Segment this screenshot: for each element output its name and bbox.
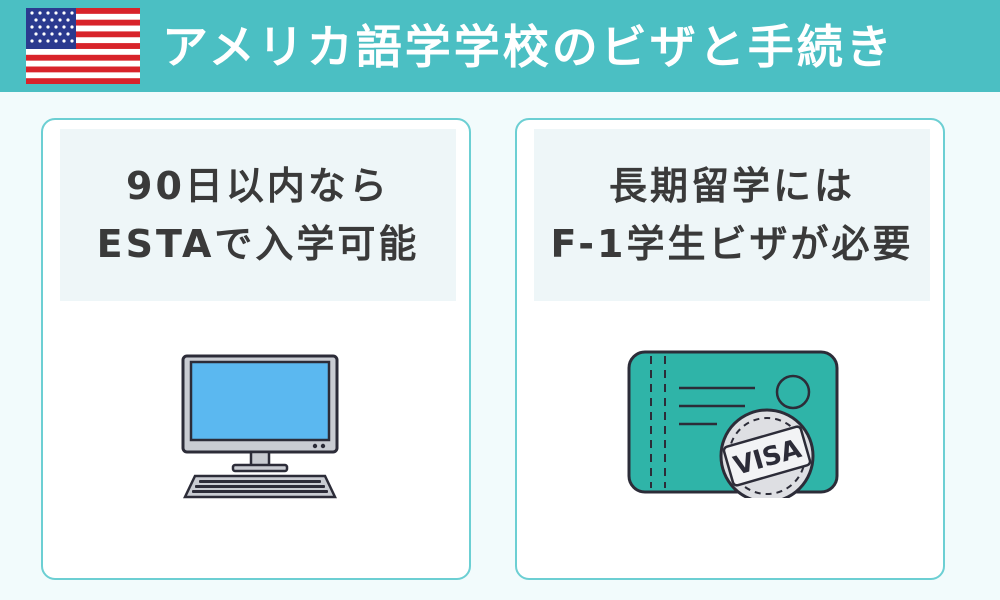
- header-bar: アメリカ語学学校のビザと手続き: [0, 0, 1000, 92]
- f1-visa-card: 長期留学には F-1学生ビザが必要 VISA: [515, 118, 945, 580]
- esta-card: 90日以内なら ESTAで入学可能: [41, 118, 471, 580]
- us-flag-icon: [26, 8, 140, 84]
- desktop-computer-icon: [181, 354, 339, 499]
- visa-stamp-icon: VISA: [627, 350, 839, 498]
- f1-visa-caption-line2: F-1学生ビザが必要: [550, 222, 914, 266]
- esta-caption-line2: ESTAで入学可能: [96, 222, 420, 266]
- f1-visa-caption-line1: 長期留学には: [608, 164, 855, 208]
- esta-caption: 90日以内なら ESTAで入学可能: [60, 129, 456, 301]
- esta-caption-line1: 90日以内なら: [126, 164, 390, 208]
- page-title: アメリカ語学学校のビザと手続き: [162, 20, 895, 74]
- f1-visa-caption: 長期留学には F-1学生ビザが必要: [534, 129, 930, 301]
